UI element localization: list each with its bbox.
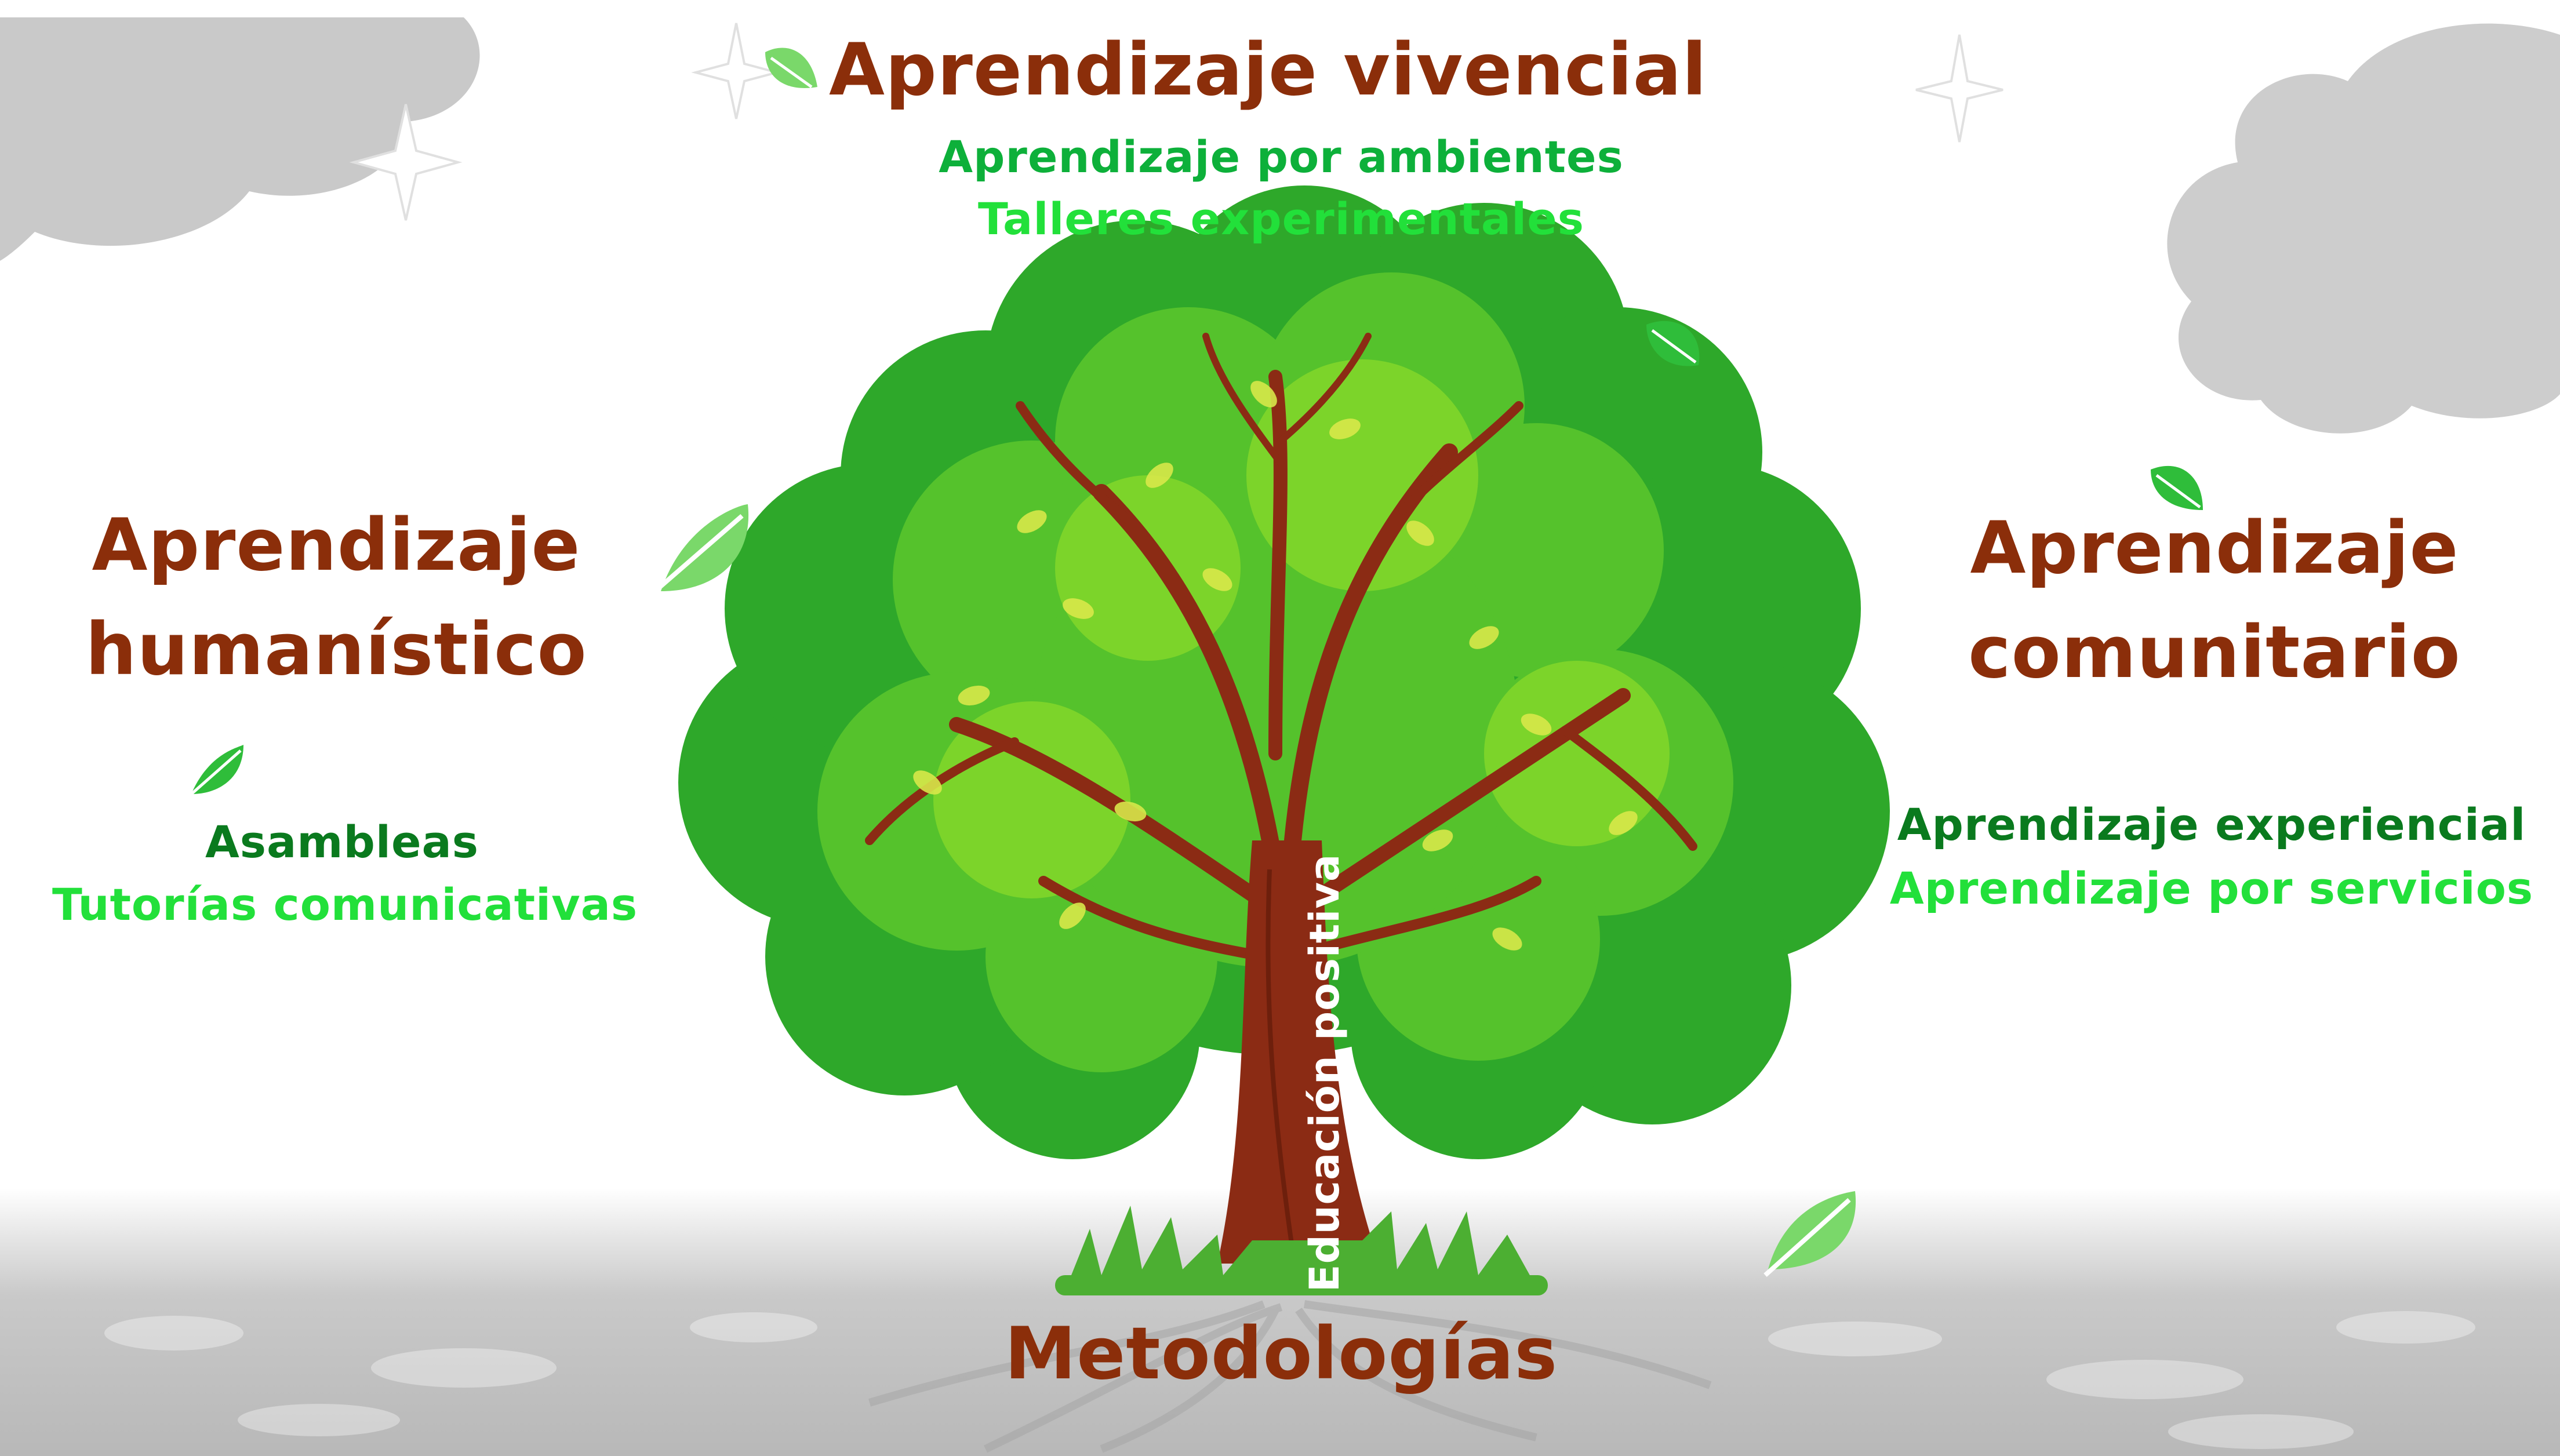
tree-trunk	[1217, 840, 1380, 1264]
sparkle-icon	[349, 23, 2003, 221]
right-item-2: Aprendizaje por servicios	[1889, 862, 2534, 914]
leaf-icon	[2151, 465, 2203, 510]
cloud-icon	[0, 17, 480, 261]
left-heading-line2: humanístico	[85, 608, 587, 691]
leaf-icon	[653, 504, 749, 594]
right-heading-line2: comunitario	[1968, 611, 2461, 694]
grass-icon	[1055, 1206, 1548, 1295]
left-item-1: Asambleas	[205, 816, 479, 868]
leaf-icon	[190, 745, 243, 795]
leaf-icon	[1646, 321, 1700, 366]
top-item-1: Aprendizaje por ambientes	[939, 131, 1624, 183]
roots	[868, 1300, 1712, 1453]
canopy-leaves	[913, 381, 1638, 951]
right-heading-line1: Aprendizaje	[1970, 507, 2459, 590]
root-label: Metodologías	[1004, 1312, 1558, 1396]
leaf-icon	[765, 48, 817, 89]
cloud-icon	[2167, 23, 2560, 434]
left-item-2: Tutorías comunicativas	[52, 879, 638, 930]
ground-spots	[104, 1311, 2475, 1449]
leaf-icon	[1763, 1191, 1856, 1277]
trunk-texture	[1266, 869, 1295, 1253]
top-heading: Aprendizaje vivencial	[829, 28, 1707, 112]
right-item-1: Aprendizaje experiencial	[1897, 799, 2526, 850]
left-heading-line1: Aprendizaje	[92, 504, 581, 587]
top-item-2: Talleres experimentales	[977, 193, 1585, 245]
trunk-label: Educación positiva	[1301, 853, 1348, 1293]
tree-branches	[865, 333, 1697, 962]
